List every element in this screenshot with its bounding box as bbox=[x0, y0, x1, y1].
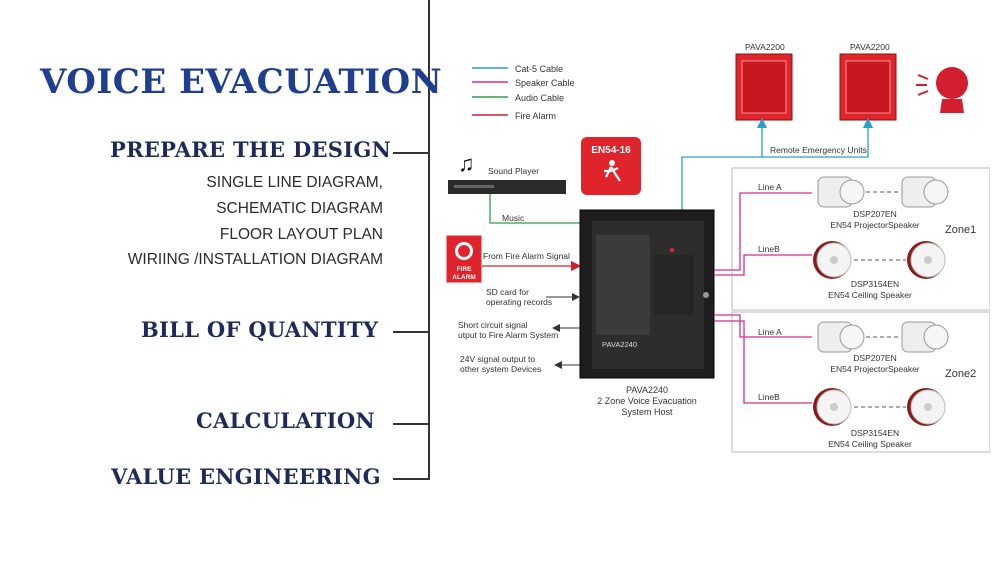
sound-player: ♫ Sound Player Music bbox=[448, 151, 580, 224]
legend-fire: Fire Alarm bbox=[515, 111, 556, 121]
short-circuit-label-1: Short circuit signal bbox=[458, 320, 528, 330]
page-title: VOICE EVACUATION bbox=[40, 62, 443, 102]
zone1-projector-model: DSP207EN bbox=[853, 209, 896, 219]
ceiling-speaker-icon bbox=[813, 388, 852, 426]
zone2-line-a: Line A bbox=[758, 327, 782, 337]
zone1-ceiling-desc: EN54 Ceiling Speaker bbox=[828, 290, 912, 300]
host-cabinet: PAVA2240 bbox=[579, 209, 715, 379]
projector-speaker-icon bbox=[817, 321, 865, 353]
cat5-links: Remote Emergency Units bbox=[681, 117, 874, 210]
zone1-box bbox=[731, 167, 990, 311]
connector-tick bbox=[393, 331, 429, 333]
sd-card-label-1: SD card for bbox=[486, 287, 529, 297]
zone1-label: Zone1 bbox=[945, 224, 976, 236]
connector-tick bbox=[393, 423, 429, 425]
design-item-single-line: SINGLE LINE DIAGRAM, bbox=[206, 174, 383, 191]
projector-speaker-icon bbox=[901, 176, 949, 208]
zone2-ceiling-model: DSP3154EN bbox=[851, 428, 899, 438]
connector-tick bbox=[393, 152, 429, 154]
legend-audio: Audio Cable bbox=[515, 93, 564, 103]
remote-unit-2-label: PAVA2200 bbox=[850, 42, 890, 52]
speaker-cables bbox=[714, 192, 812, 404]
legend-speaker: Speaker Cable bbox=[515, 78, 575, 88]
zone2: Line A LineB DSP207EN EN54 ProjectorSpea… bbox=[758, 321, 976, 449]
remote-unit-1: PAVA2200 bbox=[735, 42, 793, 121]
projector-speaker-icon bbox=[901, 321, 949, 353]
host-caption-2: 2 Zone Voice Evacuation bbox=[597, 396, 697, 406]
zone1-projector-desc: EN54 ProjectorSpeaker bbox=[830, 220, 919, 230]
host-model-label: PAVA2240 bbox=[602, 340, 637, 349]
svg-text:FIRE: FIRE bbox=[457, 266, 472, 273]
legend-cat5: Cat-5 Cable bbox=[515, 64, 563, 74]
connector-tick bbox=[393, 478, 429, 480]
zone2-ceiling-desc: EN54 Ceiling Speaker bbox=[828, 439, 912, 449]
design-item-floor-layout: FLOOR LAYOUT PLAN bbox=[219, 226, 383, 243]
sd-card-label-2: operating records bbox=[486, 297, 552, 307]
signal-24v-label-1: 24V signal output to bbox=[460, 354, 535, 364]
en54-badge: EN54-16 bbox=[581, 137, 641, 195]
zone2-label: Zone2 bbox=[945, 368, 976, 380]
ceiling-speaker-icon bbox=[907, 241, 946, 279]
legend: Cat-5 Cable Speaker Cable Audio Cable Fi… bbox=[472, 64, 575, 121]
speaking-head-icon bbox=[916, 67, 968, 113]
section-prepare-design: PREPARE THE DESIGN bbox=[110, 137, 392, 162]
zone2-box bbox=[731, 311, 990, 453]
zone1-line-b: LineB bbox=[758, 244, 780, 254]
svg-text:ALARM: ALARM bbox=[452, 274, 475, 281]
zone1-ceiling-model: DSP3154EN bbox=[851, 279, 899, 289]
music-note-icon: ♫ bbox=[458, 151, 475, 176]
short-circuit-label-2: utput to Fire Alarm System bbox=[458, 330, 558, 340]
remote-unit-2: PAVA2200 bbox=[839, 42, 897, 121]
zone2-line-b: LineB bbox=[758, 392, 780, 402]
section-value-engineering: VALUE ENGINEERING bbox=[111, 464, 381, 489]
section-calculation: CALCULATION bbox=[196, 408, 375, 433]
ceiling-speaker-icon bbox=[813, 241, 852, 279]
zone1: Line A LineB DSP207EN EN54 ProjectorSpea… bbox=[758, 176, 976, 300]
ceiling-speaker-icon bbox=[907, 388, 946, 426]
design-item-schematic: SCHEMATIC DIAGRAM bbox=[216, 200, 383, 217]
zone2-projector-model: DSP207EN bbox=[853, 353, 896, 363]
zone2-projector-desc: EN54 ProjectorSpeaker bbox=[830, 364, 919, 374]
design-item-wiring: WIRIING /INSTALLATION DIAGRAM bbox=[127, 251, 383, 268]
system-diagram: Cat-5 Cable Speaker Cable Audio Cable Fi… bbox=[445, 42, 990, 453]
fire-signal-label: From Fire Alarm Signal bbox=[483, 251, 570, 261]
zone1-line-a: Line A bbox=[758, 182, 782, 192]
projector-speaker-icon bbox=[817, 176, 865, 208]
music-label: Music bbox=[502, 213, 525, 223]
section-bill-of-quantity: BILL OF QUANTITY bbox=[141, 317, 379, 342]
vertical-divider-line bbox=[428, 0, 430, 480]
remote-unit-1-label: PAVA2200 bbox=[745, 42, 785, 52]
en54-badge-label: EN54-16 bbox=[591, 145, 631, 156]
fire-alarm-icon: FIRE ALARM bbox=[445, 234, 483, 284]
host-caption-3: System Host bbox=[621, 407, 673, 417]
remote-units-label: Remote Emergency Units bbox=[770, 145, 867, 155]
host-caption-1: PAVA2240 bbox=[626, 385, 668, 395]
sound-player-label: Sound Player bbox=[488, 166, 539, 176]
signal-24v-label-2: other system Devices bbox=[460, 364, 541, 374]
